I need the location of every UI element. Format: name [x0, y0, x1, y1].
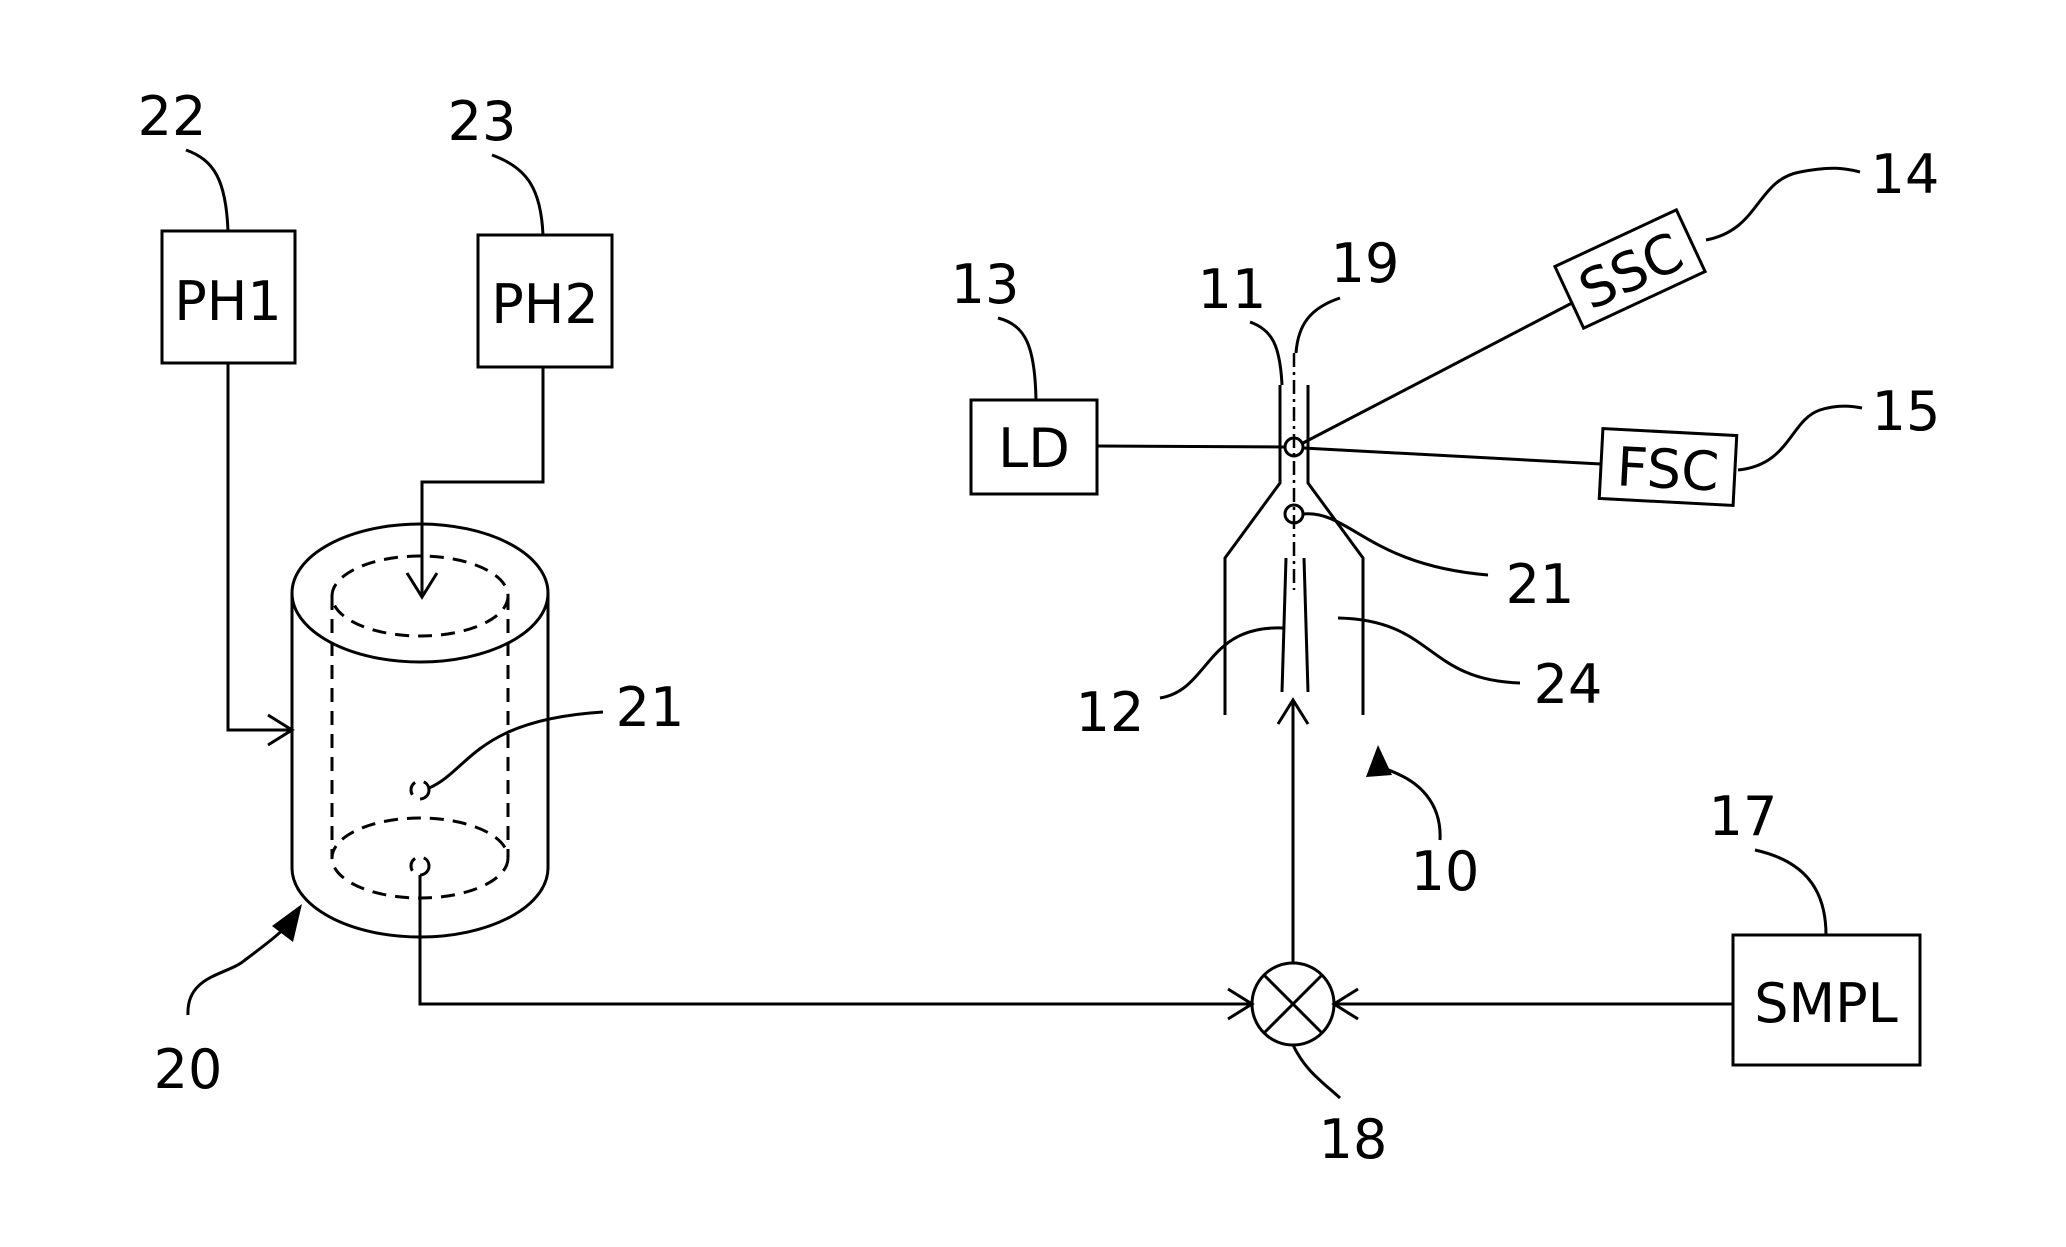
- ref-22: 22: [138, 85, 207, 148]
- leader-18: [1293, 1045, 1340, 1098]
- ref-14: 14: [1871, 143, 1940, 206]
- laser-beam: [1097, 446, 1285, 447]
- flow-cell: [1225, 353, 1363, 715]
- ph2-label: PH2: [491, 273, 599, 336]
- arrow-20-curve: [188, 925, 288, 1015]
- ref-15: 15: [1872, 380, 1941, 443]
- line-ph2-to-container: [422, 367, 543, 597]
- leader-19: [1296, 298, 1340, 353]
- leader-13: [998, 318, 1036, 400]
- line-ph1-to-container: [228, 363, 292, 730]
- fsc-block: FSC: [1599, 429, 1736, 506]
- ssc-ray: [1303, 303, 1572, 443]
- leader-23: [492, 155, 543, 235]
- line-container-to-mixer: [420, 875, 1252, 1004]
- ref-17: 17: [1709, 785, 1778, 848]
- ref-12: 12: [1076, 681, 1145, 744]
- ref-10: 10: [1411, 840, 1480, 903]
- ld-label: LD: [998, 417, 1070, 480]
- leader-12: [1160, 628, 1283, 698]
- leader-22: [186, 150, 228, 231]
- leader-11: [1250, 322, 1282, 385]
- mixer: [1252, 963, 1334, 1045]
- ref-20: 20: [154, 1038, 223, 1101]
- ph2-block: PH2: [478, 235, 612, 367]
- smpl-block: SMPL: [1733, 935, 1920, 1065]
- fsc-ray: [1303, 448, 1601, 464]
- ref-21-cell: 21: [1506, 553, 1575, 616]
- leader-15: [1738, 406, 1862, 470]
- ssc-block: SSC: [1555, 210, 1705, 328]
- particle-outlet: [411, 857, 429, 875]
- particle-21-container: [411, 781, 429, 799]
- fsc-label: FSC: [1615, 435, 1720, 503]
- ref-23: 23: [448, 90, 517, 153]
- leader-21-container: [429, 712, 603, 788]
- leader-17: [1755, 850, 1826, 935]
- ref-19: 19: [1331, 232, 1400, 295]
- ref-24: 24: [1534, 653, 1603, 716]
- ref-21-container: 21: [616, 676, 685, 739]
- ph1-label: PH1: [174, 270, 282, 333]
- leader-14: [1706, 168, 1860, 240]
- ref-13: 13: [951, 253, 1020, 316]
- leader-24: [1338, 618, 1520, 683]
- leader-21-cell: [1303, 514, 1488, 575]
- ref-11: 11: [1198, 258, 1267, 321]
- ref-18: 18: [1319, 1108, 1388, 1171]
- ph1-block: PH1: [162, 231, 295, 363]
- arrow-10-head: [1366, 745, 1392, 777]
- ld-block: LD: [971, 400, 1097, 494]
- smpl-label: SMPL: [1754, 972, 1898, 1035]
